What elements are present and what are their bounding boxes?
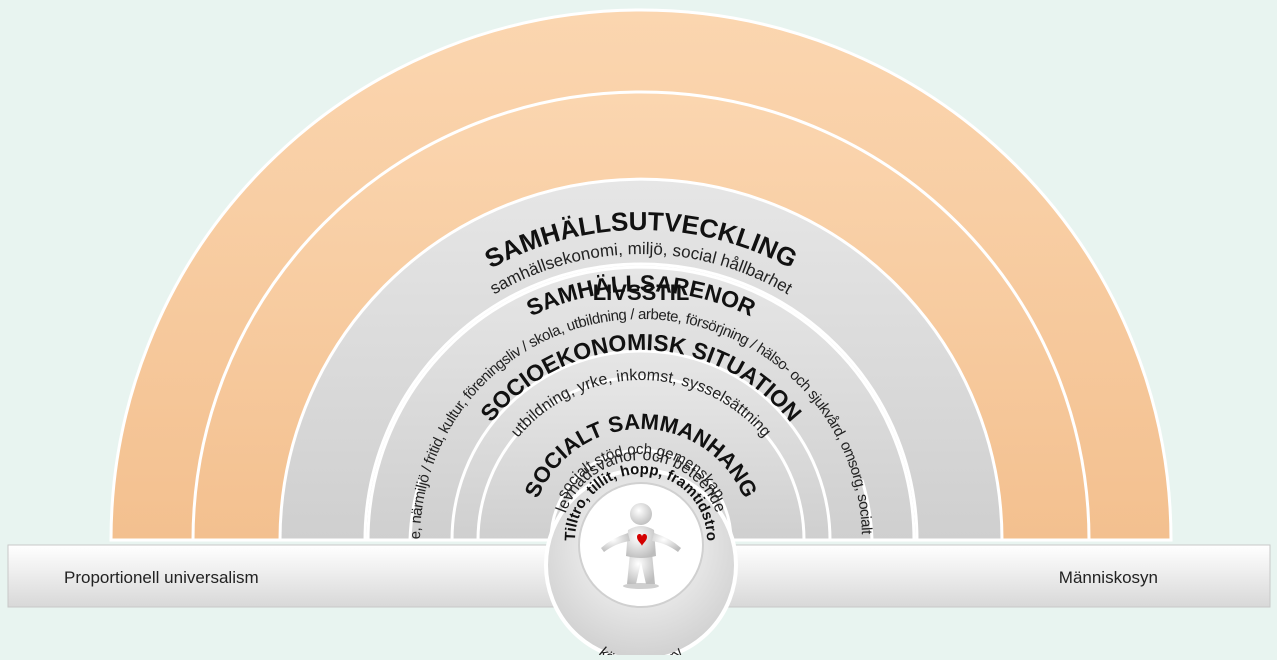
heart-icon — [637, 534, 647, 546]
base-left-label: Proportionell universalism — [64, 568, 259, 587]
ring-lines — [408, 479, 874, 541]
layer-title-3: LIVSSTIL — [593, 280, 690, 305]
base-right-label: Människosyn — [1059, 568, 1158, 587]
person-figure — [601, 503, 681, 589]
